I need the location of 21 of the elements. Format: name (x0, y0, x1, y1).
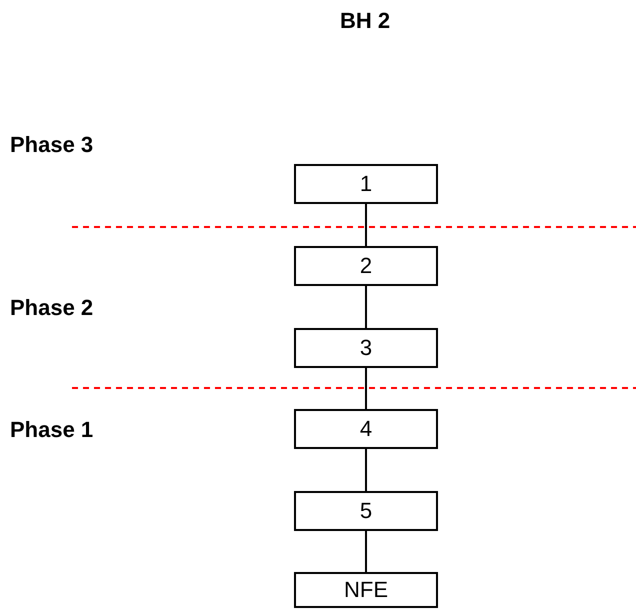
process-box (294, 164, 438, 204)
box-label: 3 (360, 335, 372, 361)
box-label: 5 (360, 498, 372, 524)
process-box (294, 491, 438, 531)
connector-line (365, 531, 367, 572)
box-label: NFE (344, 577, 388, 603)
connector-line (365, 449, 367, 491)
process-box (294, 409, 438, 449)
process-box (294, 246, 438, 286)
process-box (294, 328, 438, 368)
box-label: 2 (360, 253, 372, 279)
title: BH 2 (340, 8, 390, 34)
phase-label: Phase 1 (10, 417, 94, 443)
box-label: 4 (360, 416, 372, 442)
box-label: 1 (360, 171, 372, 197)
process-box (294, 572, 438, 608)
connector-line (365, 368, 367, 409)
phase-label: Phase 3 (10, 132, 94, 158)
connector-line (365, 204, 367, 246)
connector-line (365, 286, 367, 328)
phase-label: Phase 2 (10, 295, 94, 321)
